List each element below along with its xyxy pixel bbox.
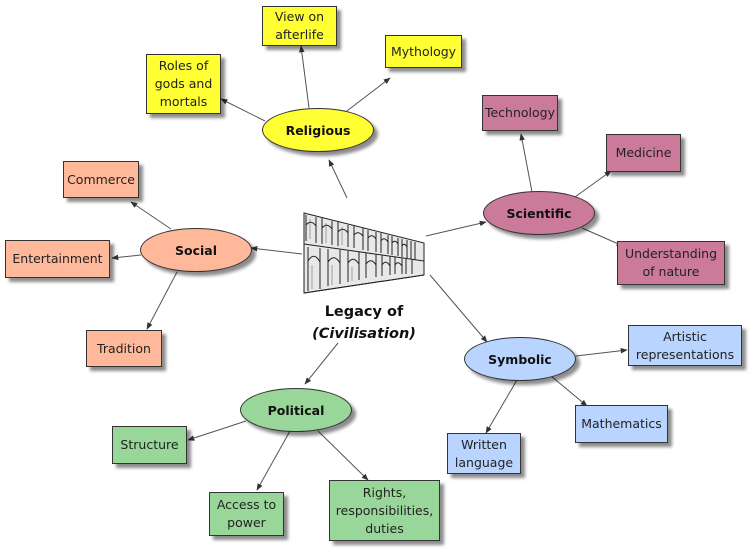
node-afterlife-label: View on afterlife (274, 9, 325, 42)
node-rights-responsibilities-label: Rights, responsibilities, duties (335, 484, 434, 536)
node-technology[interactable]: Technology (482, 95, 558, 131)
node-social-label: Social (174, 242, 217, 258)
link-symbolic-mathematics (550, 375, 588, 407)
center-title-line1: Legacy of (324, 304, 404, 320)
node-technology-label: Technology (484, 105, 556, 120)
link-social-entertainment (111, 254, 142, 261)
node-mythology[interactable]: Mythology (385, 35, 462, 68)
link-scientific-nature (581, 227, 624, 247)
node-tradition-label: Tradition (97, 340, 151, 356)
node-political[interactable]: Political (240, 388, 352, 432)
node-symbolic[interactable]: Symbolic (464, 337, 576, 381)
node-entertainment-label: Entertainment (12, 251, 103, 266)
node-artistic-representations[interactable]: Artistic representations (628, 325, 742, 366)
node-written-language[interactable]: Written language (447, 433, 521, 474)
node-mathematics[interactable]: Mathematics (575, 405, 668, 443)
link-social-tradition (146, 271, 178, 330)
link-center-scientific (425, 220, 487, 237)
node-religious-label: Religious (285, 122, 351, 138)
node-artistic-representations-label: Artistic representations (635, 328, 735, 362)
link-scientific-medicine (574, 170, 612, 198)
link-religious-afterlife (299, 45, 310, 109)
aqueduct-illustration (303, 212, 425, 294)
link-political-rights (317, 430, 369, 481)
link-religious-gods (220, 98, 266, 122)
node-afterlife[interactable]: View on afterlife (262, 6, 337, 46)
node-structure[interactable]: Structure (112, 426, 187, 464)
link-center-political (304, 342, 339, 385)
link-religious-mythology (342, 77, 391, 115)
link-center-symbolic (429, 274, 488, 343)
link-center-religious (328, 159, 348, 199)
node-access-to-power[interactable]: Access to power (209, 492, 284, 536)
node-social[interactable]: Social (140, 228, 252, 272)
node-political-label: Political (267, 402, 325, 418)
node-structure-label: Structure (120, 437, 179, 452)
node-religious[interactable]: Religious (262, 108, 374, 152)
node-mythology-label: Mythology (390, 43, 457, 59)
link-scientific-technology (519, 133, 533, 193)
node-entertainment[interactable]: Entertainment (5, 240, 110, 278)
node-scientific[interactable]: Scientific (483, 191, 595, 235)
node-understanding-nature-label: Understanding of nature (624, 246, 718, 279)
node-access-to-power-label: Access to power (216, 497, 277, 530)
node-gods-mortals-label: Roles of gods and mortals (154, 58, 213, 109)
node-medicine[interactable]: Medicine (606, 134, 681, 172)
node-medicine-label: Medicine (615, 145, 672, 160)
link-political-structure (187, 420, 247, 441)
node-mathematics-label: Mathematics (581, 416, 662, 431)
node-gods-mortals[interactable]: Roles of gods and mortals (146, 54, 221, 114)
node-written-language-label: Written language (454, 436, 514, 470)
node-scientific-label: Scientific (506, 205, 572, 221)
link-center-social (250, 245, 303, 255)
node-commerce-label: Commerce (67, 171, 135, 187)
node-commerce[interactable]: Commerce (63, 161, 139, 198)
node-symbolic-label: Symbolic (488, 351, 552, 367)
link-symbolic-written (485, 379, 518, 434)
center-title-line2: (Civilisation) (312, 326, 416, 342)
node-rights-responsibilities[interactable]: Rights, responsibilities, duties (329, 480, 440, 541)
node-tradition[interactable]: Tradition (86, 330, 162, 367)
center-title: Legacy of (Civilisation) (296, 301, 432, 345)
link-political-power (256, 430, 291, 491)
link-social-commerce (130, 201, 172, 230)
link-symbolic-artistic (575, 347, 628, 357)
node-understanding-nature[interactable]: Understanding of nature (617, 241, 725, 285)
